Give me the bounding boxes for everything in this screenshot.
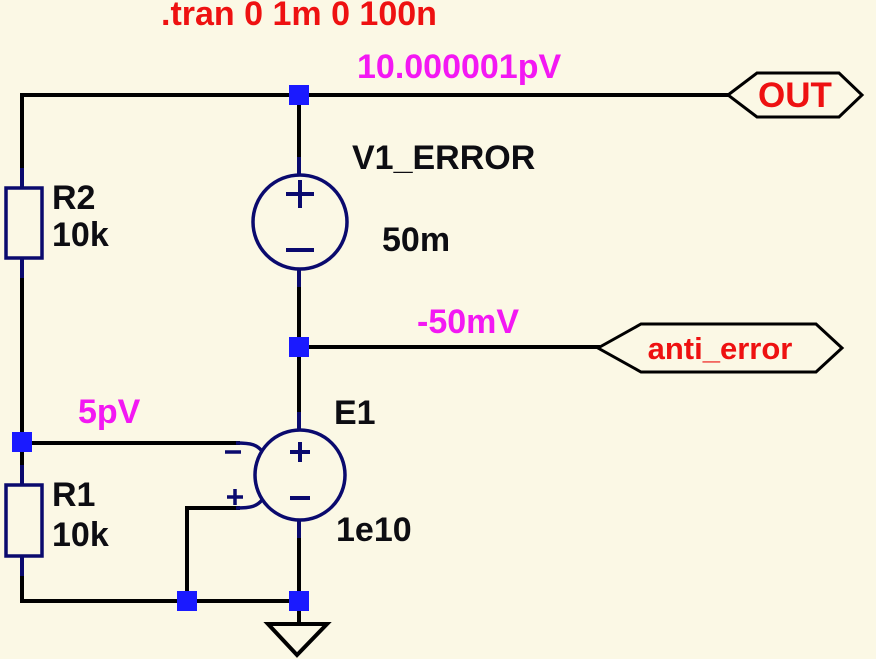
component-value-v1[interactable]: 50m — [382, 221, 451, 259]
net-flag-out[interactable] — [725, 71, 865, 119]
ctrl-pin-minus — [235, 441, 264, 453]
ground-symbol[interactable] — [263, 622, 332, 658]
component-value-r2[interactable]: 10k — [52, 216, 109, 254]
ctrl-pin-plus — [235, 498, 264, 510]
ctrl-plus-sign — [227, 489, 243, 505]
resistor-r1[interactable] — [4, 483, 44, 558]
junction-dot — [177, 591, 197, 611]
resistor-r2[interactable] — [4, 186, 44, 260]
voltage-annotation-anti-error[interactable]: -50mV — [417, 303, 520, 341]
junction-dot — [289, 591, 309, 611]
component-ref-r2[interactable]: R2 — [52, 179, 96, 217]
voltage-annotation-out[interactable]: 10.000001pV — [357, 48, 562, 86]
net-label-anti-error[interactable]: anti_error — [647, 330, 793, 366]
junction-dot — [289, 85, 309, 105]
resistor-body[interactable] — [4, 483, 44, 558]
component-value-r1[interactable]: 10k — [52, 516, 109, 554]
net-flag-anti-error[interactable] — [594, 322, 845, 374]
component-ref-r1[interactable]: R1 — [52, 476, 96, 514]
net-label-out[interactable]: OUT — [758, 75, 832, 115]
component-ref-v1[interactable]: V1_ERROR — [352, 139, 536, 177]
source-circle[interactable] — [251, 173, 349, 271]
component-value-e1[interactable]: 1e10 — [336, 511, 412, 549]
plus-sign — [286, 180, 314, 208]
spice-directive[interactable]: .tran 0 1m 0 100n — [161, 0, 437, 33]
junction-dot — [289, 337, 309, 357]
voltage-annotation-feedback[interactable]: 5pV — [78, 393, 141, 431]
junction-dot — [12, 432, 32, 452]
component-ref-e1[interactable]: E1 — [334, 394, 376, 432]
resistor-body[interactable] — [4, 186, 44, 260]
voltage-source-v1[interactable] — [251, 173, 349, 271]
vcvs-e1[interactable] — [225, 428, 347, 522]
source-circle[interactable] — [253, 428, 347, 522]
plus-sign — [290, 442, 310, 462]
